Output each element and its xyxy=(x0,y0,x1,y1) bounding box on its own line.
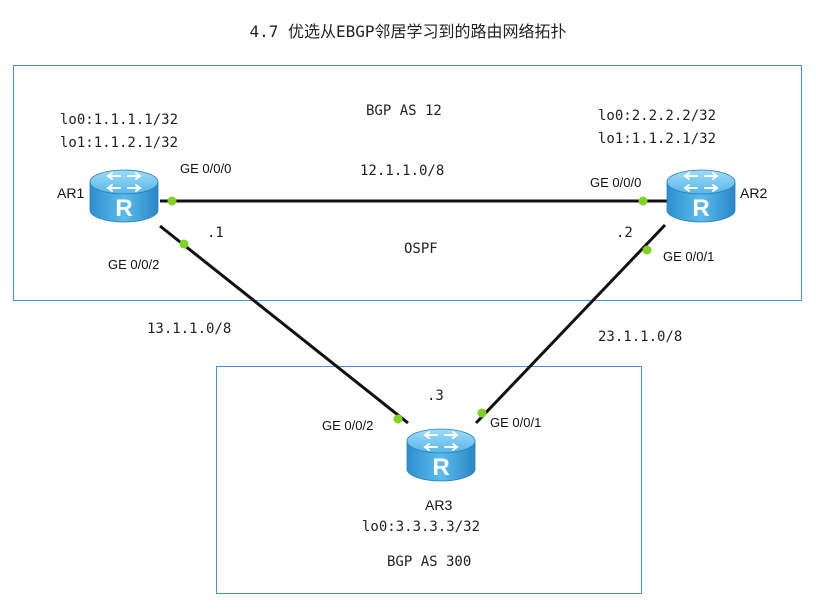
ar2-if-ge001: GE 0/0/1 xyxy=(663,249,715,264)
router-icon[interactable] xyxy=(406,428,476,482)
ar2-host: .2 xyxy=(616,225,633,241)
port-dot-ar1-ge002 xyxy=(179,239,189,249)
port-dot-ar2-ge000 xyxy=(638,196,648,206)
as300-area-box xyxy=(216,366,642,594)
link-ar1-ar2-subnet: 12.1.1.0/8 xyxy=(360,163,445,179)
link-ar1-ar3-subnet: 13.1.1.0/8 xyxy=(147,321,232,337)
ar1-host: .1 xyxy=(207,225,224,241)
diagram-title: 4.7 优选从EBGP邻居学习到的路由网络拓扑 xyxy=(249,22,567,41)
ar2-name: AR2 xyxy=(740,185,768,201)
port-dot-ar3-ge002 xyxy=(393,414,403,424)
ar2-lo0: lo0:2.2.2.2/32 xyxy=(598,108,717,124)
as300-label: BGP AS 300 xyxy=(387,554,472,570)
ar1-lo1: lo1:1.1.2.1/32 xyxy=(60,135,179,151)
link-ar1-ar3 xyxy=(159,224,409,425)
router-icon[interactable] xyxy=(666,169,736,223)
ospf-label: OSPF xyxy=(404,241,438,257)
port-dot-ar2-ge001 xyxy=(642,245,652,255)
ar3-name: AR3 xyxy=(425,497,453,513)
link-ar2-ar3 xyxy=(474,223,667,425)
link-ar2-ar3-subnet: 23.1.1.0/8 xyxy=(598,329,683,345)
ar2-lo1: lo1:1.1.2.1/32 xyxy=(598,131,717,147)
ar2-if-ge000: GE 0/0/0 xyxy=(590,175,642,190)
ar1-if-ge002: GE 0/0/2 xyxy=(108,257,160,272)
ar1-name: AR1 xyxy=(57,185,85,201)
router-icon[interactable] xyxy=(89,169,159,223)
port-dot-ar3-ge001 xyxy=(477,408,487,418)
ar1-lo0: lo0:1.1.1.1/32 xyxy=(60,112,179,128)
as12-area-box xyxy=(13,65,802,301)
ar3-if-ge002: GE 0/0/2 xyxy=(322,418,374,433)
as12-label: BGP AS 12 xyxy=(366,103,442,119)
ar3-lo0: lo0:3.3.3.3/32 xyxy=(362,519,481,535)
ar3-if-ge001: GE 0/0/1 xyxy=(490,415,542,430)
ar1-if-ge000: GE 0/0/0 xyxy=(180,161,232,176)
ar3-host: .3 xyxy=(427,388,444,404)
port-dot-ar1-ge000 xyxy=(167,196,177,206)
